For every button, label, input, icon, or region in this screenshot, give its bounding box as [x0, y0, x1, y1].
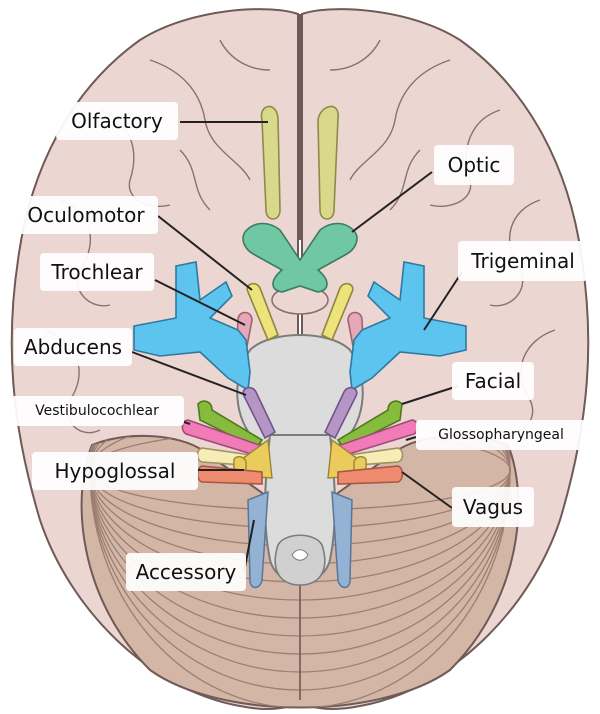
label-accessory: Accessory	[126, 553, 246, 591]
vestibulocochlear-nerve	[181, 419, 419, 457]
optic-nerve	[242, 222, 358, 293]
label-abducens: Abducens	[14, 328, 132, 366]
label-trigeminal: Trigeminal	[458, 241, 588, 281]
trigeminal-nerve	[133, 261, 467, 392]
label-facial: Facial	[452, 362, 534, 400]
label-optic: Optic	[434, 145, 514, 185]
accessory-nerve	[247, 490, 353, 589]
leader-lines	[131, 121, 463, 573]
label-hypoglossal: Hypoglossal	[32, 452, 198, 490]
label-glossopharyngeal: Glossopharyngeal	[416, 420, 586, 450]
label-vagus: Vagus	[452, 487, 534, 527]
oculomotor-nerve	[246, 282, 354, 342]
olfactory-nerve	[260, 105, 339, 220]
label-trochlear: Trochlear	[40, 253, 154, 291]
label-olfactory: Olfactory	[56, 102, 178, 140]
label-vestibulocochlear: Vestibulocochlear	[10, 396, 184, 426]
abducens-nerve	[242, 386, 358, 440]
label-oculomotor: Oculomotor	[14, 196, 158, 234]
